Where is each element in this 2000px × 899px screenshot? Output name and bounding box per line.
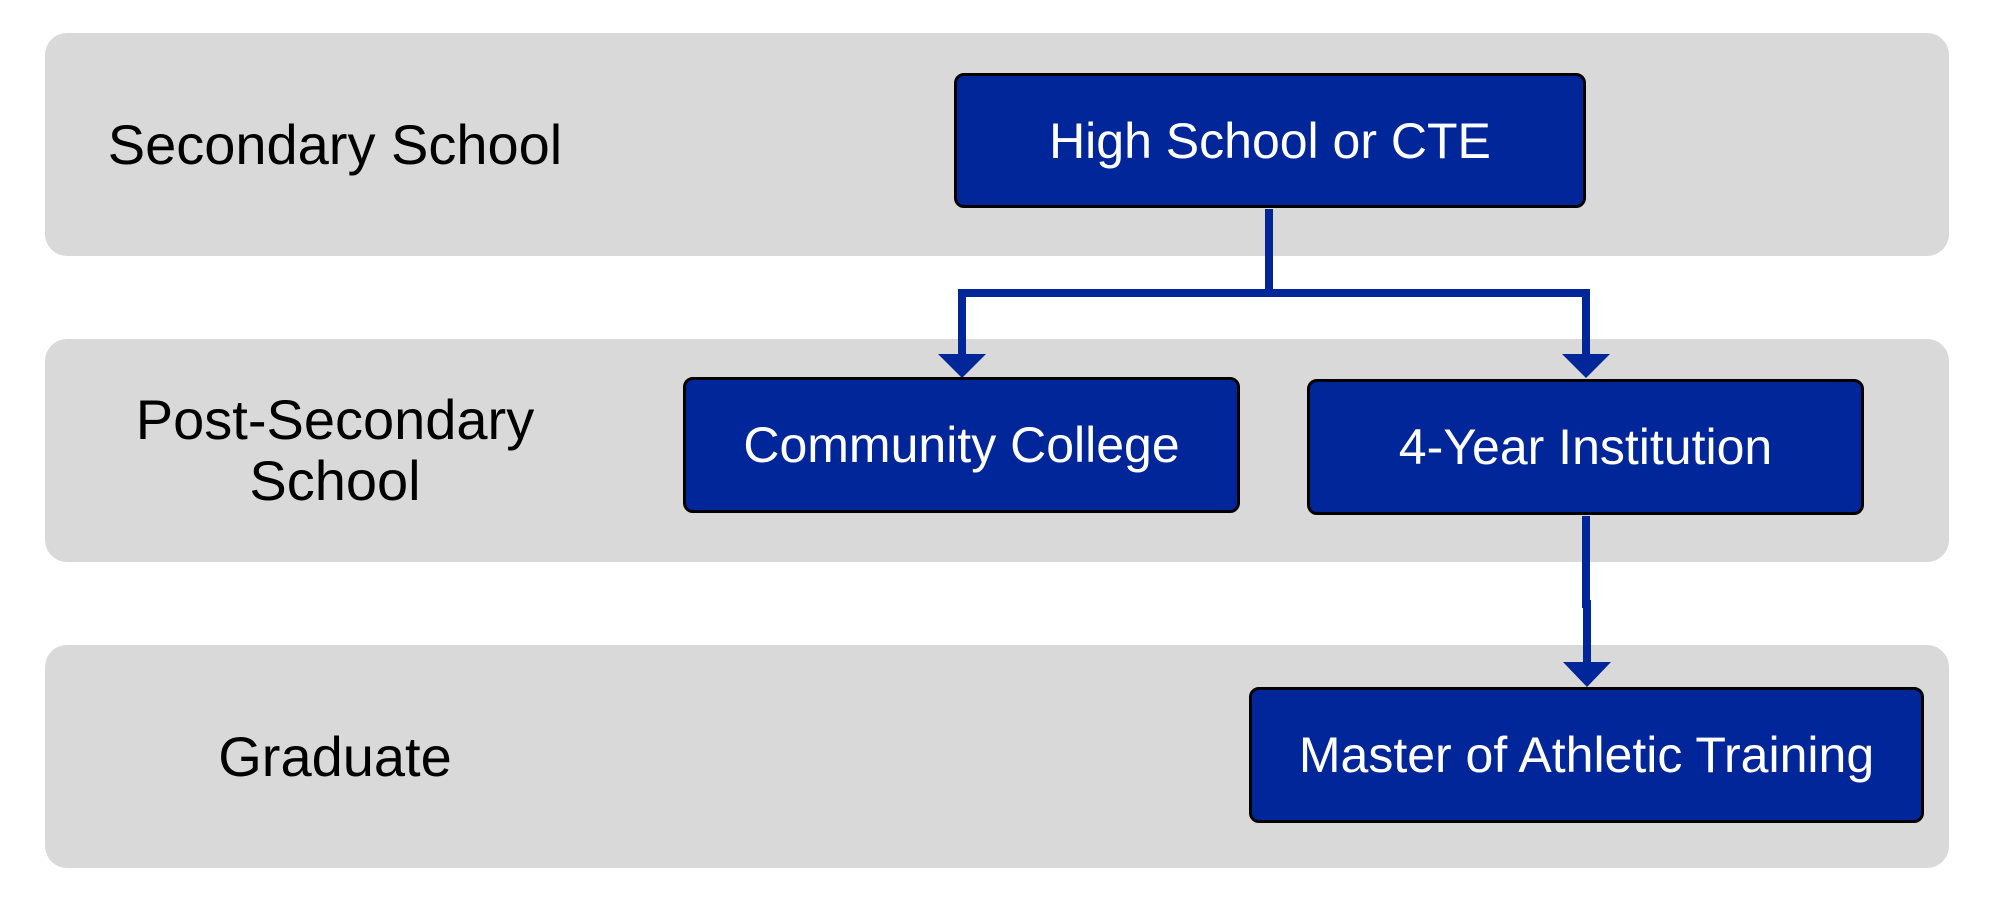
level-label-secondary: Secondary School [107, 113, 563, 176]
node-high-school-or-cte: High School or CTE [954, 73, 1586, 208]
level-label-post-secondary: Post-Secondary School [135, 388, 535, 512]
node-master-of-athletic-training: Master of Athletic Training [1249, 687, 1924, 823]
node-community-college: Community College [683, 377, 1240, 513]
node-four-year-institution: 4-Year Institution [1307, 379, 1864, 515]
arrowhead-master [1563, 662, 1611, 687]
connector-high-school-to-four-year [1269, 289, 1590, 356]
connector-high-school-to-community-college [958, 209, 1273, 356]
arrowhead-four-year [1562, 354, 1610, 378]
level-label-graduate: Graduate [218, 725, 452, 788]
connector-four-year-to-master [1582, 516, 1591, 664]
arrowhead-community-college [938, 354, 986, 378]
